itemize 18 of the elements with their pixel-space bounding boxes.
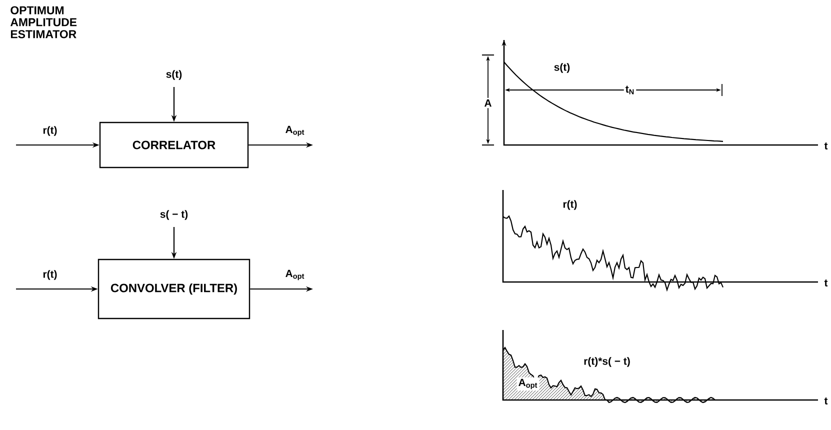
edge-label: A$_{opt}$ (286, 126, 304, 136)
edge-label: r(t) (43, 126, 57, 136)
process-box: CONVOLVER (FILTER) (98, 258, 250, 320)
axis-label: t (824, 142, 828, 150)
curve-label: s(t) (554, 63, 570, 73)
axis-label: t (824, 280, 828, 286)
axis-label: t (824, 398, 828, 404)
curve-label: r(t)*s( − t) (584, 357, 630, 367)
dimension-label: A (484, 99, 492, 107)
curve-label: r(t) (563, 200, 577, 210)
area-label: A$_{opt}$ (518, 378, 538, 390)
process-box: CORRELATOR (99, 122, 249, 168)
edge-label: s( − t) (160, 210, 188, 220)
edge-label: r(t) (43, 270, 57, 280)
diagram-title: OPTIMUM AMPLITUDE ESTIMATOR (10, 6, 77, 38)
edge-label: s(t) (166, 70, 182, 80)
edge-label: A$_{opt}$ (286, 270, 304, 280)
dimension-label: t$_{N}$ (626, 86, 634, 94)
